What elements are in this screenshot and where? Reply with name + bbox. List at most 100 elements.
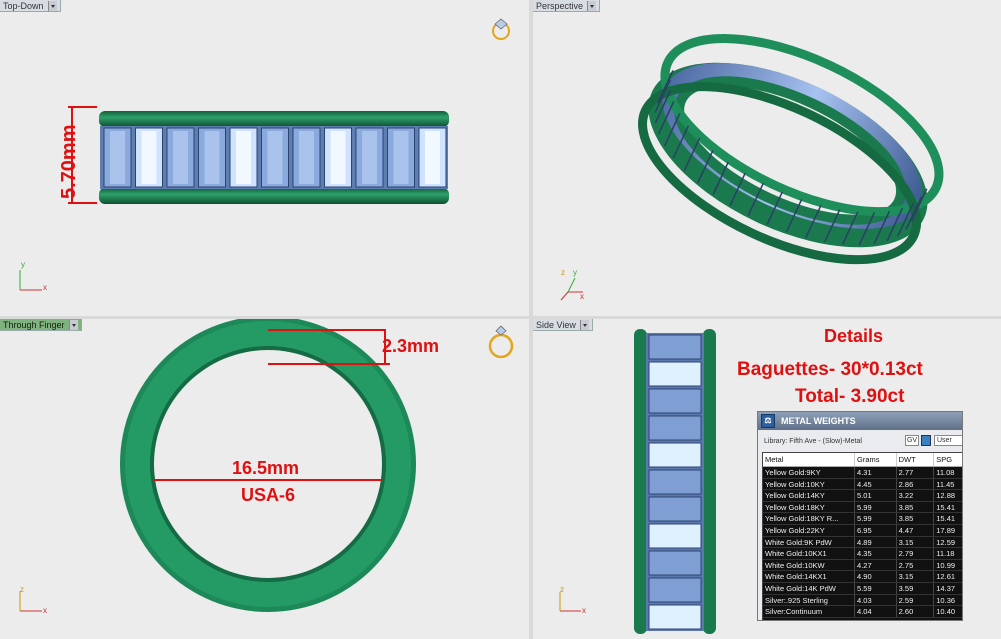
chevron-down-icon[interactable] bbox=[579, 319, 589, 330]
table-cell: 3.15 bbox=[897, 536, 935, 548]
table-cell: 6.95 bbox=[855, 524, 897, 536]
table-cell: 10.36 bbox=[934, 594, 962, 606]
ring-perspective-view bbox=[560, 34, 944, 301]
table-cell: 4.90 bbox=[855, 571, 897, 582]
chevron-down-icon[interactable] bbox=[587, 0, 597, 11]
table-cell: Yellow Gold:9KY bbox=[763, 467, 856, 478]
table-cell: 10.40 bbox=[934, 606, 962, 617]
chevron-down-icon[interactable] bbox=[47, 0, 57, 11]
table-cell: 3.15 bbox=[897, 571, 935, 582]
ring-side-view bbox=[559, 329, 716, 634]
table-cell: White Gold:10KX1 bbox=[763, 548, 856, 559]
axis-z-label: z bbox=[561, 268, 565, 277]
table-cell: Silver:.925 Sterling bbox=[763, 594, 856, 606]
ring-through-finger-view bbox=[19, 319, 514, 612]
metal-weights-panel[interactable]: ⚖ METAL WEIGHTS Library: Fifth Ave - (Sl… bbox=[757, 411, 963, 621]
table-cell: 4.31 bbox=[855, 467, 897, 478]
table-cell: 4.04 bbox=[855, 606, 897, 617]
axis-x-label: x bbox=[43, 606, 47, 615]
metal-weights-header: ⚖ METAL WEIGHTS bbox=[758, 412, 962, 430]
table-cell: 3.85 bbox=[897, 501, 935, 513]
table-cell: 2.86 bbox=[897, 478, 935, 490]
details-baguettes: Baguettes- 30*0.13ct bbox=[737, 359, 923, 380]
gv-button[interactable] bbox=[921, 435, 931, 446]
viewport-perspective[interactable]: Perspective z y x bbox=[533, 0, 1001, 316]
table-cell: 10.99 bbox=[934, 559, 962, 571]
table-cell: 2.77 bbox=[897, 467, 935, 478]
table-cell: 5.59 bbox=[855, 582, 897, 594]
table-header-row: Metal Grams DWT SPG bbox=[763, 453, 962, 467]
axis-z-label: z bbox=[560, 585, 564, 594]
viewport-tab-top-down[interactable]: Top-Down bbox=[0, 0, 61, 12]
table-cell: Yellow Gold:22KY bbox=[763, 524, 856, 536]
column-header[interactable]: DWT bbox=[897, 453, 935, 466]
column-header[interactable]: Metal bbox=[763, 453, 856, 466]
table-cell: Yellow Gold:10KY bbox=[763, 478, 856, 490]
axis-z-label: z bbox=[20, 585, 24, 594]
chevron-down-icon[interactable] bbox=[68, 319, 78, 330]
axis-x-label: x bbox=[43, 283, 47, 292]
table-cell: 14.37 bbox=[934, 582, 962, 594]
axis-x-label: x bbox=[580, 292, 584, 301]
viewport-tab-through-finger[interactable]: Through Finger bbox=[0, 319, 82, 331]
library-bar: Library: Fifth Ave - (Slow)-Metal GV Use… bbox=[758, 430, 962, 452]
table-cell: 12.61 bbox=[934, 571, 962, 582]
table-cell: White Gold:10KW bbox=[763, 559, 856, 571]
viewport-side-view[interactable]: Side View Details Baguettes- 30*0.13ct T… bbox=[533, 319, 1001, 639]
table-cell: 17.89 bbox=[934, 524, 962, 536]
table-cell: 5.99 bbox=[855, 513, 897, 524]
table-cell: 15.41 bbox=[934, 513, 962, 524]
axis-y-label: y bbox=[21, 260, 25, 269]
gv-field[interactable]: GV bbox=[905, 435, 919, 446]
table-cell: 11.45 bbox=[934, 478, 962, 490]
table-cell: White Gold:14KX1 bbox=[763, 571, 856, 582]
table-cell: 4.47 bbox=[897, 524, 935, 536]
width-annotation: 2.3mm bbox=[382, 336, 440, 356]
metal-weights-title: METAL WEIGHTS bbox=[781, 416, 856, 426]
table-cell: White Gold:9K PdW bbox=[763, 536, 856, 548]
viewport-label: Perspective bbox=[536, 0, 584, 11]
column-header[interactable]: Grams bbox=[855, 453, 897, 466]
table-cell: 12.59 bbox=[934, 536, 962, 548]
table-cell: 3.59 bbox=[897, 582, 935, 594]
table-cell: 4.03 bbox=[855, 594, 897, 606]
viewport-tab-perspective[interactable]: Perspective bbox=[533, 0, 601, 12]
table-cell: 3.22 bbox=[897, 490, 935, 501]
viewport-tab-side-view[interactable]: Side View bbox=[533, 319, 593, 331]
table-cell: 2.59 bbox=[897, 594, 935, 606]
axis-x-label: x bbox=[582, 606, 586, 615]
table-cell: Yellow Gold:18KY bbox=[763, 501, 856, 513]
table-cell: 2.75 bbox=[897, 559, 935, 571]
table-cell: Yellow Gold:14KY bbox=[763, 490, 856, 501]
viewport-top-down[interactable]: Top-Down 5.70mm y x bbox=[0, 0, 529, 316]
table-cell: 4.89 bbox=[855, 536, 897, 548]
table-cell: 12.88 bbox=[934, 490, 962, 501]
ring-top-view bbox=[19, 18, 510, 291]
table-cell: 11.18 bbox=[934, 548, 962, 559]
details-total: Total- 3.90ct bbox=[795, 386, 905, 407]
scale-icon: ⚖ bbox=[761, 414, 775, 428]
axis-y-label: y bbox=[573, 268, 577, 277]
table-cell: 3.85 bbox=[897, 513, 935, 524]
table-cell: Silver:Continuum bbox=[763, 606, 856, 617]
details-title: Details bbox=[824, 326, 884, 346]
viewport-through-finger[interactable]: Through Finger 2.3mm 16.5mm USA-6 z x bbox=[0, 319, 529, 639]
column-header[interactable]: SPG bbox=[934, 453, 962, 466]
table-cell: 4.45 bbox=[855, 478, 897, 490]
table-cell: 11.08 bbox=[934, 467, 962, 478]
user-dropdown[interactable]: User bbox=[934, 435, 962, 446]
